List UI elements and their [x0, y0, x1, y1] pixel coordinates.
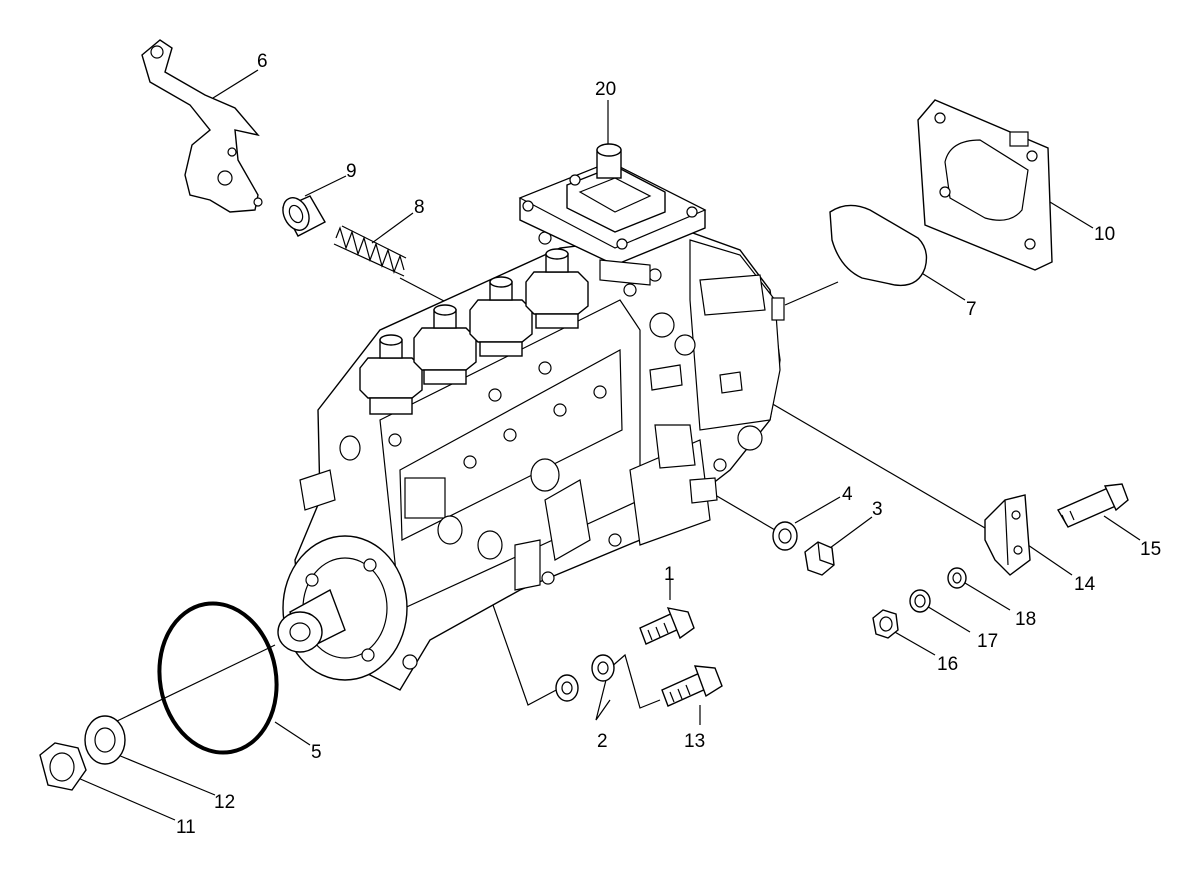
label-12: 12 [214, 792, 235, 813]
label-20: 20 [595, 79, 616, 100]
label-15: 15 [1140, 539, 1161, 560]
part-1-bolt [639, 607, 695, 645]
label-3: 3 [872, 499, 883, 520]
part-labels: 6 9 8 20 10 7 4 3 15 14 18 17 16 1 13 2 … [176, 51, 1161, 838]
part-10-flange-plate [917, 99, 1053, 271]
part-3-plug [804, 541, 835, 576]
part-18-washer [947, 567, 967, 589]
part-7-gasket [829, 204, 928, 287]
part-8-spring [333, 225, 407, 277]
label-2: 2 [597, 731, 608, 752]
part-11-nut [39, 742, 87, 791]
part-15-stud [1056, 483, 1129, 528]
part-6-bracket [141, 39, 263, 213]
label-16: 16 [937, 654, 958, 675]
label-1: 1 [664, 564, 675, 585]
part-20-cover [518, 143, 707, 286]
bolt-heads [388, 231, 727, 585]
label-10: 10 [1094, 224, 1115, 245]
label-13: 13 [684, 731, 705, 752]
label-6: 6 [257, 51, 268, 72]
label-9: 9 [346, 161, 357, 182]
label-17: 17 [977, 631, 998, 652]
leader-lines [77, 69, 1141, 821]
part-13-bolt [661, 665, 723, 707]
delivery-valve-holder [413, 304, 477, 385]
part-2-washers [555, 654, 615, 702]
label-5: 5 [311, 742, 322, 763]
delivery-valve-holder [469, 276, 533, 357]
part-12-washer [84, 715, 126, 765]
drive-hub [277, 535, 418, 681]
part-17-washer [909, 589, 931, 613]
part-4-washer [772, 521, 798, 551]
part-9-sleeve [282, 195, 326, 237]
label-8: 8 [414, 197, 425, 218]
label-18: 18 [1015, 609, 1036, 630]
label-11: 11 [176, 817, 196, 838]
part-14-bracket [984, 494, 1031, 576]
delivery-valve-holder [525, 248, 589, 329]
delivery-valve-holder [359, 334, 423, 415]
delivery-valve-holders [359, 248, 589, 415]
label-7: 7 [966, 299, 977, 320]
label-14: 14 [1074, 574, 1096, 595]
part-16-nut [872, 609, 899, 639]
part-5-o-ring [157, 601, 279, 755]
label-4: 4 [842, 484, 853, 505]
